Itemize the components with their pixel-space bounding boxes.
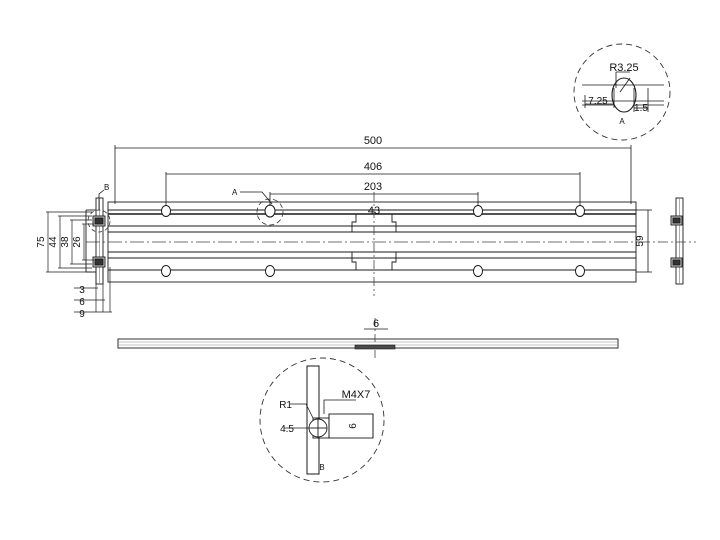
- dimension-500: [114, 145, 632, 204]
- dimension-406-label: 406: [364, 161, 382, 173]
- detail-a-radius-label: R3.25: [609, 62, 638, 74]
- dimension-59-label: 59: [635, 235, 646, 247]
- detail-b-callout-label: B: [104, 183, 109, 192]
- detail-b-thread-label: M4X7: [342, 389, 371, 401]
- detail-a-offset-label: 7.25: [588, 96, 608, 107]
- detail-b-radius-label: R1: [279, 400, 292, 411]
- dimension-406: [165, 172, 581, 206]
- detail-a-callout-label: A: [232, 188, 238, 197]
- dimension-9-label: 9: [79, 309, 85, 320]
- detail-b-title: B: [319, 463, 324, 472]
- dimension-38-label: 38: [60, 236, 71, 248]
- detail-a-view: R3.25 7.25 1.5 A: [573, 43, 671, 141]
- left-side-view: [85, 197, 106, 285]
- detail-b-depth-label: 6: [348, 423, 359, 429]
- dimension-44-label: 44: [48, 236, 59, 248]
- bottom-plan-view: [117, 338, 619, 350]
- left-horizontal-dimension-lines: [74, 267, 112, 313]
- dimension-3-label: 3: [79, 285, 85, 296]
- main-view-body: [107, 201, 637, 283]
- detail-a-leader: [240, 191, 273, 205]
- dimension-6-label: 6: [79, 297, 85, 308]
- hole-row-bottom: [161, 265, 585, 277]
- detail-a-width-label: 1.5: [634, 103, 648, 114]
- left-vertical-dimension-lines: [46, 211, 94, 273]
- detail-b-view: R1 4.5 M4X7 6 B: [259, 357, 385, 483]
- dimension-59: [636, 209, 652, 273]
- dimension-75-label: 75: [36, 236, 47, 248]
- dimension-26-label: 26: [72, 236, 83, 248]
- dimension-500-label: 500: [364, 135, 382, 147]
- dimension-203: [269, 192, 479, 206]
- detail-b-offset-label: 4.5: [280, 424, 294, 435]
- detail-b-leader: [98, 189, 105, 210]
- dimension-203-label: 203: [364, 181, 382, 193]
- detail-a-title: A: [619, 117, 625, 126]
- dimension-thickness-6-label: 6: [373, 318, 379, 330]
- right-side-view: [670, 197, 684, 285]
- dimension-43-label: 43: [368, 205, 380, 217]
